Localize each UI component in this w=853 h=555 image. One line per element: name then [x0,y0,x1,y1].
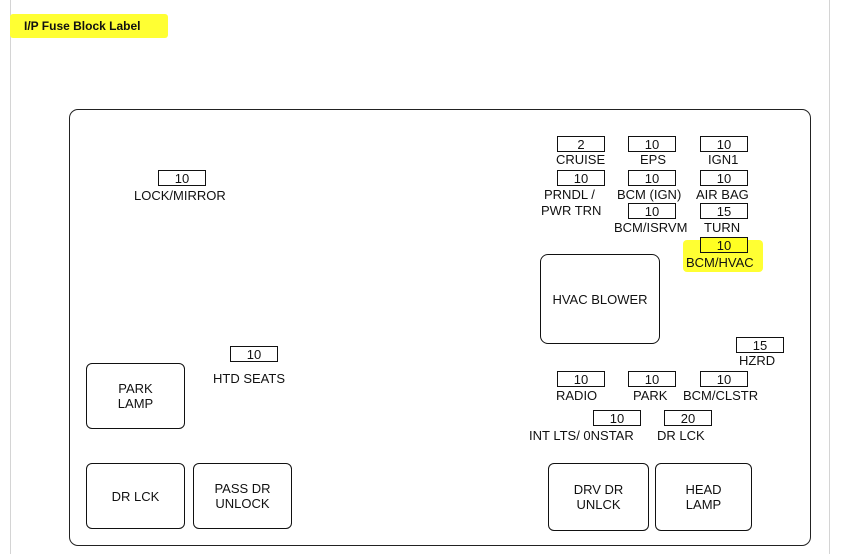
fuse-park-amps: 10 [628,371,676,387]
fuse-htd-seats-amps: 10 [230,346,278,362]
relay-head-lamp-line1: HEAD [685,482,722,497]
fuse-park-label: PARK [633,388,668,403]
fuse-prndl-amps: 10 [557,170,605,186]
relay-drv-dr-unlck-line2: UNLCK [576,497,621,512]
fuse-block-outline [69,109,811,546]
fuse-hzrd-label: HZRD [739,353,776,368]
relay-hvac-blower-label: HVAC BLOWER [552,291,648,307]
fuse-dr-lck-amps: 20 [664,410,712,426]
fuse-bcm-clstr-amps: 10 [700,371,748,387]
fuse-turn-label: TURN [704,220,741,235]
fuse-air-bag-amps: 10 [700,170,748,186]
relay-dr-lck-label: DR LCK [111,488,160,504]
fuse-bcm-hvac-label: BCM/HVAC [686,255,754,270]
page-title: I/P Fuse Block Label [10,14,168,38]
fuse-radio-amps: 10 [557,371,605,387]
fuse-hzrd-amps: 15 [736,337,784,353]
fuse-eps-label: EPS [640,152,667,167]
page-frame [10,0,830,554]
fuse-turn-amps: 15 [700,203,748,219]
fuse-cruise-label: CRUISE [556,152,606,167]
fuse-air-bag-label: AIR BAG [696,187,749,202]
fuse-dr-lck-label: DR LCK [657,428,705,443]
fuse-int-lts-label: INT LTS/ 0NSTAR [529,428,634,443]
fuse-lock-mirror-amps: 10 [158,170,206,186]
fuse-ign1-label: IGN1 [708,152,739,167]
fuse-bcm-isrvm-label: BCM/ISRVM [614,220,688,235]
relay-head-lamp-line2: LAMP [685,497,722,512]
fuse-prndl-label-line2: PWR TRN [541,203,602,218]
fuse-bcm-ign-amps: 10 [628,170,676,186]
relay-park-lamp-line1: PARK [118,381,153,396]
fuse-lock-mirror-label: LOCK/MIRROR [134,188,226,203]
fuse-radio-label: RADIO [556,388,598,403]
relay-hvac-blower: HVAC BLOWER [540,254,660,344]
fuse-prndl-label-line1: PRNDL / [544,187,595,202]
relay-pass-dr-unlock-line1: PASS DR [214,481,271,496]
fuse-bcm-hvac-amps: 10 [700,237,748,253]
fuse-ign1-amps: 10 [700,136,748,152]
fuse-bcm-isrvm-amps: 10 [628,203,676,219]
fuse-htd-seats-label: HTD SEATS [213,371,285,386]
relay-park-lamp-line2: LAMP [117,396,154,411]
relay-drv-dr-unlck-line1: DRV DR [573,482,624,497]
fuse-cruise-amps: 2 [557,136,605,152]
fuse-bcm-ign-label: BCM (IGN) [617,187,682,202]
relay-pass-dr-unlock-line2: UNLOCK [215,496,270,511]
fuse-bcm-clstr-label: BCM/CLSTR [683,388,759,403]
fuse-int-lts-amps: 10 [593,410,641,426]
relay-dr-lck: DR LCK [86,463,185,529]
fuse-eps-amps: 10 [628,136,676,152]
